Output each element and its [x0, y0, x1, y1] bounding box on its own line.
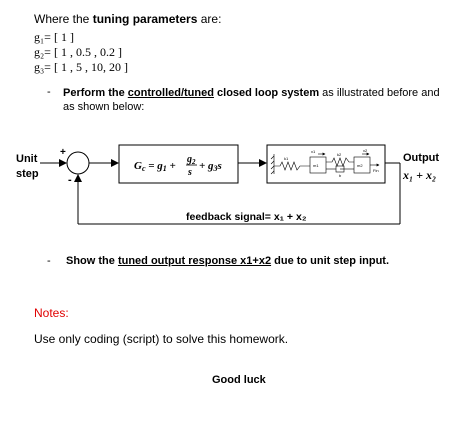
svg-text:+ g3s: + g3s — [199, 160, 222, 173]
bullet1-text: Perform the controlled/tuned closed loop… — [63, 86, 453, 114]
gain-g3: g₃= [ 1 , 5 , 10, 20 ] — [34, 60, 128, 74]
bullet1-dash: - — [47, 86, 51, 98]
plant-label-k1: k1 — [284, 156, 289, 161]
bullet1-bold-pre: Perform the — [63, 87, 128, 99]
intro-suffix: are: — [197, 12, 222, 26]
plant-label-k2: k2 — [337, 152, 342, 157]
closing-text: Good luck — [212, 374, 266, 386]
intro-bold: tuning parameters — [92, 12, 198, 26]
svg-text:g2: g2 — [186, 154, 196, 166]
block-diagram: Unit step + - Gc = g1 + g2 s + g3s — [16, 144, 439, 225]
plant-label-x1: x1 — [311, 149, 316, 154]
plant-label-b: b — [339, 173, 342, 178]
sum-minus-sign: - — [68, 174, 72, 186]
plant-label-m2: m2 — [357, 163, 363, 168]
mass-spring-system-figure — [270, 152, 380, 175]
input-label-step: step — [16, 168, 39, 180]
plant-label-x2: x2 — [363, 148, 368, 153]
intro-line: Where the tuning parameters are: — [34, 12, 221, 26]
bullet1-bold-underlined: controlled/tuned — [127, 87, 214, 99]
intro-prefix: Where the — [34, 12, 93, 26]
output-label: Output — [403, 152, 439, 164]
bullet2-dash: - — [47, 255, 51, 267]
svg-text:Gc = g1 +: Gc = g1 + — [134, 160, 176, 173]
notes-heading: Notes: — [34, 306, 69, 320]
bullet1-rest: as illustrated before and as shown below… — [63, 87, 440, 113]
controller-block — [118, 144, 239, 184]
output-expression: x₁ + x₂ — [402, 168, 436, 182]
bullet2-text: Show the tuned output response x1+x2 due… — [66, 255, 389, 267]
plant-label-m1: m1 — [313, 163, 319, 168]
controller-expression: Gc = g1 + g2 s + g3s — [134, 154, 222, 178]
svg-text:s: s — [187, 167, 192, 178]
note-text: Use only coding (script) to solve this h… — [34, 332, 289, 346]
bullet1-bold-post: closed loop system — [213, 87, 320, 99]
gain-g1: g₁= [ 1 ] — [34, 30, 74, 44]
gain-g2: g₂= [ 1 , 0.5 , 0.2 ] — [34, 45, 122, 59]
sum-plus-sign: + — [60, 147, 66, 158]
feedback-signal-label: feedback signal= x₁ + x₂ — [186, 211, 307, 223]
input-label-unit: Unit — [16, 153, 38, 165]
summing-junction — [66, 151, 90, 175]
plant-label-fin: Fin — [373, 168, 379, 173]
bullet2-underlined: tuned output response x1+x2 — [117, 255, 272, 267]
bullet2-pre: Show the — [66, 255, 118, 267]
bullet2-post: due to unit step input. — [271, 255, 390, 267]
